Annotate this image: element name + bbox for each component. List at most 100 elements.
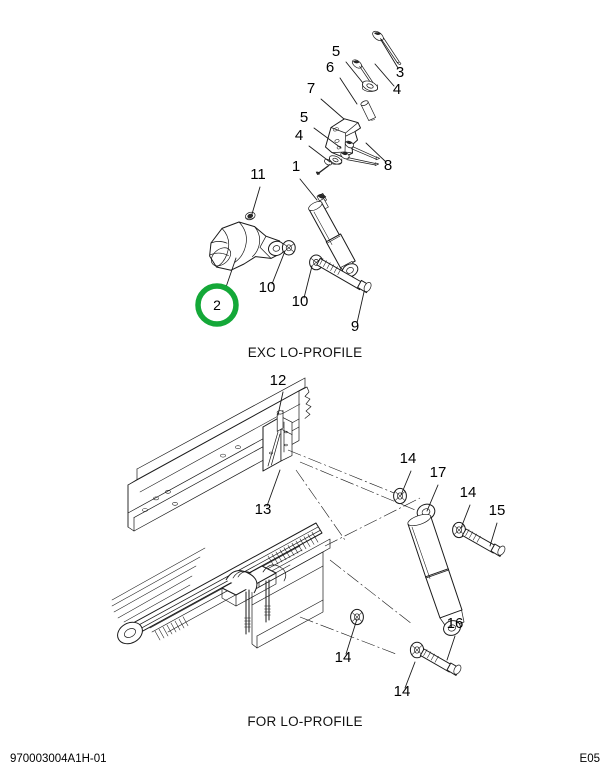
- callout-14-18: 14: [460, 484, 477, 529]
- callout-leader-line: [374, 63, 395, 87]
- part-14-bushing-a: [393, 487, 407, 505]
- callout-number: 6: [326, 59, 334, 76]
- leaf-spring-axle-assembly: [111, 522, 331, 649]
- part-5-washer-lower: [328, 155, 343, 165]
- callout-leader-line: [489, 522, 498, 547]
- frame-rail: [127, 377, 312, 532]
- callout-leader-line: [224, 257, 237, 291]
- callout-number: 17: [430, 464, 447, 481]
- callout-10-11: 10: [292, 265, 313, 310]
- callout-leader-line: [308, 145, 331, 163]
- part-15-bolt: [461, 528, 506, 557]
- part-2-bracket-casting: [209, 221, 285, 271]
- callout-14-16: 14: [400, 450, 416, 496]
- part-8-bolt-lower: [340, 151, 379, 166]
- callout-number: 11: [250, 166, 266, 183]
- callout-leader-line: [271, 250, 286, 285]
- callout-number: 2: [213, 297, 221, 313]
- callout-leader-line: [266, 469, 281, 507]
- callout-leader-line: [277, 391, 284, 416]
- highlight-ring: [195, 283, 239, 327]
- callout-14-20: 14: [335, 618, 358, 666]
- callout-13-15: 13: [255, 469, 281, 518]
- callout-leader-line: [320, 98, 345, 120]
- callout-3-1: 3: [380, 39, 404, 81]
- callout-10-10: 10: [259, 250, 286, 296]
- callout-number: 14: [394, 683, 411, 700]
- part-8-bolts: [340, 140, 380, 166]
- callout-number: 14: [460, 484, 477, 501]
- callout-6-2: 6: [326, 59, 358, 105]
- callout-leader-line: [339, 77, 358, 105]
- callout-4-6: 4: [295, 127, 331, 163]
- callout-number: 10: [259, 279, 276, 296]
- callout-5-0: 5: [332, 43, 364, 84]
- part-17-shock-absorber: [407, 503, 465, 636]
- callout-number: 1: [292, 158, 300, 175]
- callout-leader-line: [356, 291, 365, 324]
- callout-17-17: 17: [426, 464, 447, 512]
- part-10-washer-a: [281, 240, 296, 256]
- callout-16-21: 16: [446, 615, 464, 661]
- callout-4-3: 4: [374, 63, 401, 98]
- caption-lower: FOR LO-PROFILE: [247, 714, 362, 729]
- callout-11-8: 11: [250, 166, 266, 215]
- part-6-spacer: [360, 100, 376, 121]
- callout-number: 7: [307, 80, 315, 97]
- callout-number: 5: [300, 109, 308, 126]
- callout-leader-line: [380, 39, 399, 69]
- callout-leader-line: [365, 142, 387, 163]
- callout-leader-line: [345, 61, 364, 84]
- highlight-marker: [195, 283, 239, 327]
- callout-leader-line: [446, 635, 456, 661]
- callout-number: 16: [447, 615, 464, 632]
- callout-leader-line: [251, 186, 261, 215]
- callout-leader-line: [426, 484, 439, 512]
- callout-leader-line: [460, 504, 471, 529]
- callout-number: 4: [295, 127, 303, 144]
- callout-9-12: 9: [351, 291, 365, 335]
- callout-number: 15: [489, 502, 506, 519]
- callout-number: 5: [332, 43, 340, 60]
- caption-upper: EXC LO-PROFILE: [248, 345, 363, 360]
- callout-leader-line: [299, 178, 318, 201]
- part-9-through-bolt: [316, 257, 372, 294]
- callout-8-7: 8: [365, 142, 392, 174]
- callout-number: 9: [351, 318, 359, 335]
- callout-1-9: 1: [292, 158, 318, 201]
- callout-leader-line: [345, 618, 358, 655]
- callout-2-13: 2: [213, 257, 237, 313]
- footer-document-number: 970003004A1H-01: [10, 753, 107, 765]
- callout-number: 4: [393, 81, 401, 98]
- callout-leader-line: [313, 127, 342, 149]
- callout-number: 8: [384, 157, 392, 174]
- footer-page-code: E05: [580, 753, 600, 765]
- callout-number: 14: [335, 649, 352, 666]
- callout-number: 12: [270, 372, 287, 389]
- part-12-13-frame-bracket: [262, 410, 293, 472]
- callout-7-4: 7: [307, 80, 345, 120]
- callout-14-22: 14: [394, 661, 416, 700]
- callout-number: 13: [255, 501, 272, 518]
- part-14-bushing-c: [350, 608, 364, 626]
- callout-number: 3: [396, 64, 404, 81]
- callout-number: 10: [292, 293, 309, 310]
- part-14-bushing-d: [409, 641, 425, 659]
- callout-12-14: 12: [270, 372, 287, 416]
- part-4-pin-lower: [315, 158, 332, 175]
- part-5-washer-upper: [362, 80, 378, 92]
- callout-leader-line: [303, 265, 313, 299]
- lower-assembly-group: FOR LO-PROFILE: [111, 377, 506, 729]
- part-16-bolt: [419, 648, 462, 676]
- assembly-centerlines: [287, 449, 421, 655]
- callout-15-19: 15: [489, 502, 506, 547]
- part-8-bolt-upper: [344, 140, 380, 161]
- callout-5-5: 5: [300, 109, 342, 149]
- part-1-shock-absorber: [308, 193, 359, 278]
- part-3-pin: [372, 30, 402, 65]
- part-11-stud: [244, 211, 256, 221]
- callout-leader-line: [400, 470, 412, 496]
